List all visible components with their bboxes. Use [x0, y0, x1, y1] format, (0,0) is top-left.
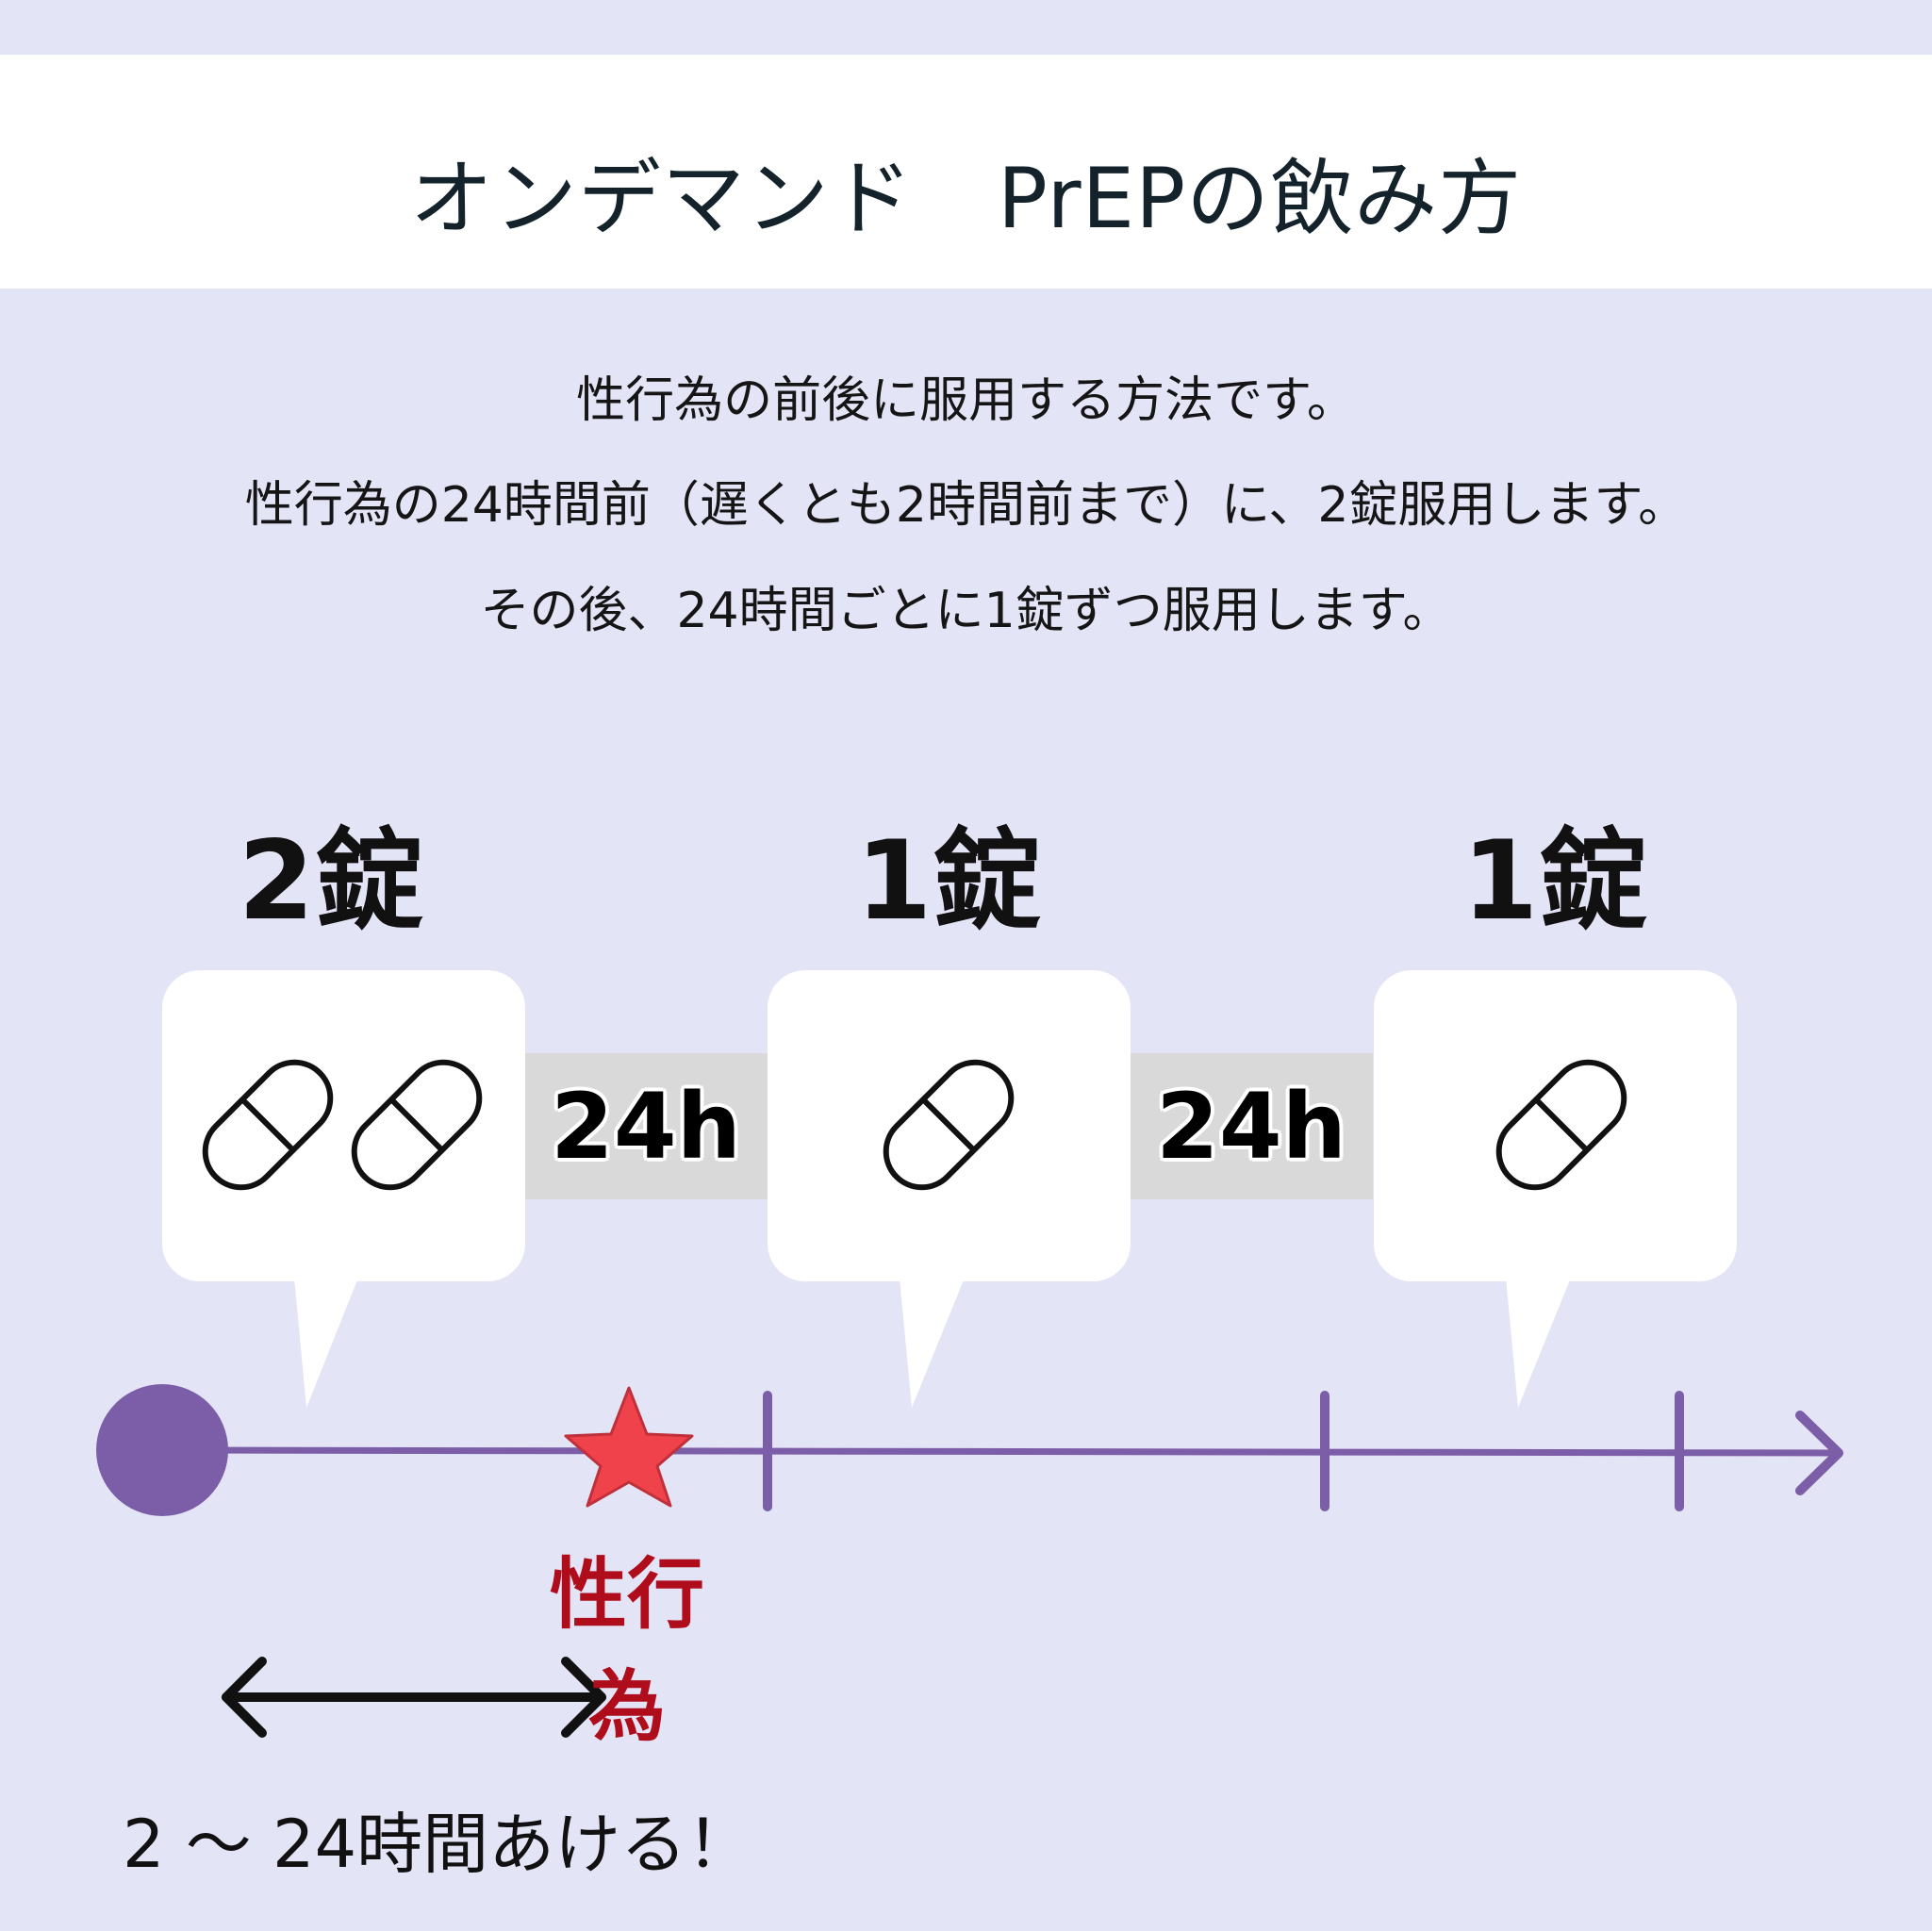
dose-bubble-2	[768, 970, 1131, 1408]
header-banner	[0, 55, 1932, 289]
interval-label-1: 24h	[551, 1073, 741, 1180]
description-line-1: 性行為の前後に服用する方法です。	[576, 372, 1356, 429]
interval-band-2: 24h	[1130, 1053, 1373, 1199]
dose-count-1: 2錠	[238, 817, 424, 945]
star-icon	[564, 1386, 694, 1508]
dose-count-2: 1錠	[855, 817, 1042, 945]
description-line-3: その後、24時間ごとに1錠ずつ服用します。	[480, 583, 1452, 639]
timeline-axis	[157, 1391, 1843, 1511]
double-arrow-icon	[222, 1657, 606, 1738]
page-title: オンデマンド PrEPの飲み方	[409, 150, 1523, 247]
interval-band-1: 24h	[524, 1053, 768, 1199]
timeline-start-dot	[96, 1384, 228, 1516]
dose-count-3: 1錠	[1461, 817, 1648, 945]
interval-label-2: 24h	[1156, 1073, 1346, 1180]
dose-bubble-1	[162, 970, 525, 1408]
event-label: 性行為	[549, 1550, 704, 1752]
gap-label: 2 ～ 24時間あける！	[123, 1806, 753, 1883]
description-line-2: 性行為の24時間前（遅くとも2時間前まで）に、2錠服用します。	[244, 477, 1688, 534]
dose-bubble-3	[1374, 970, 1737, 1408]
